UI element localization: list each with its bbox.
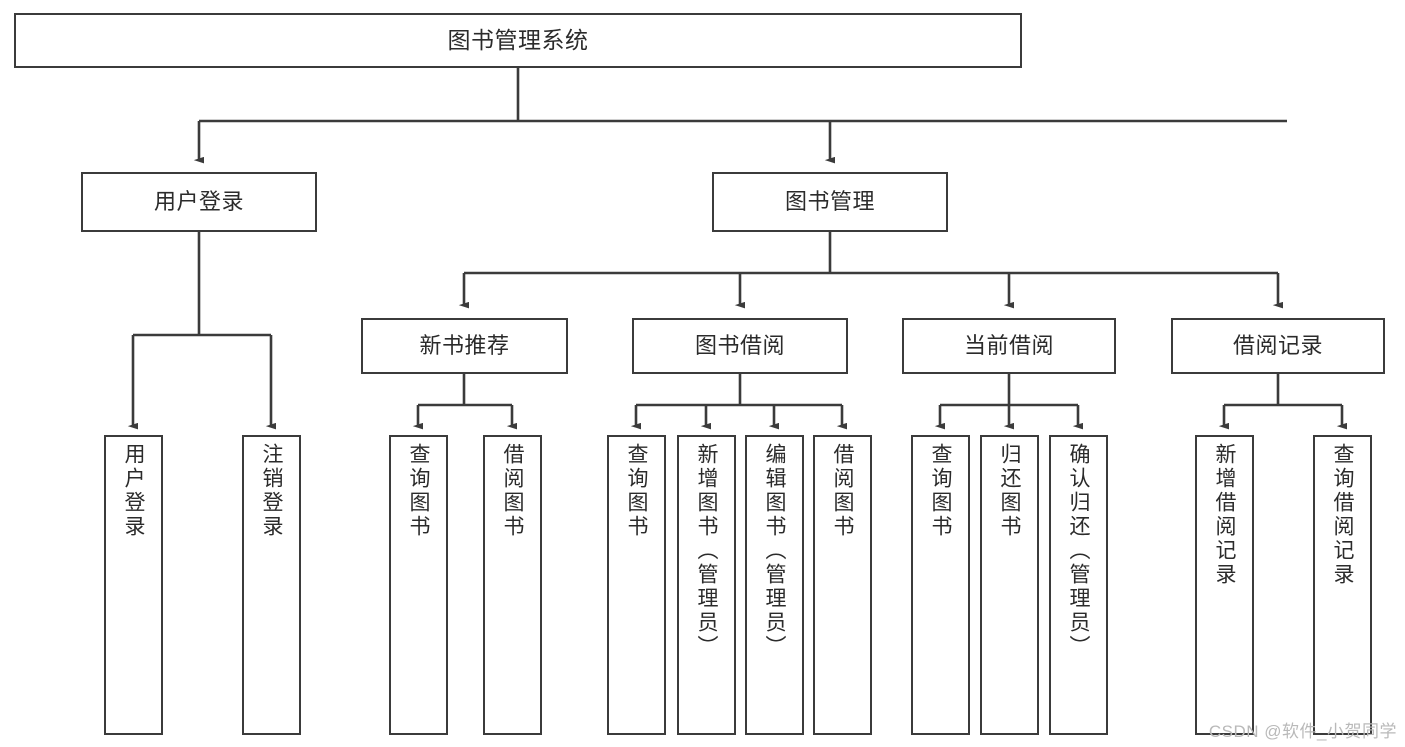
node-label: 查询借阅记录 (1331, 443, 1354, 587)
node-label: 归还图书 (998, 443, 1021, 539)
leaf-edit-book-admin[interactable]: 编辑图书（管理员） (745, 435, 804, 735)
node-current-borrow[interactable]: 当前借阅 (902, 318, 1116, 374)
node-label: 图书管理 (784, 189, 875, 215)
leaf-query-book-recommend[interactable]: 查询图书 (389, 435, 448, 735)
leaf-user-login[interactable]: 用户登录 (104, 435, 163, 735)
node-label: 查询图书 (929, 443, 952, 539)
node-label: 当前借阅 (963, 333, 1054, 359)
node-label: 注销登录 (260, 443, 283, 539)
leaf-add-book-admin[interactable]: 新增图书（管理员） (677, 435, 736, 735)
leaf-logout[interactable]: 注销登录 (242, 435, 301, 735)
node-label: 图书管理系统 (447, 26, 589, 53)
node-user-login[interactable]: 用户登录 (81, 172, 317, 232)
node-label: 用户登录 (122, 443, 145, 539)
node-label: 用户登录 (153, 189, 244, 215)
leaf-query-book-current[interactable]: 查询图书 (911, 435, 970, 735)
leaf-query-book-borrow[interactable]: 查询图书 (607, 435, 666, 735)
node-label: 编辑图书（管理员） (763, 443, 786, 659)
node-label: 确认归还（管理员） (1067, 443, 1090, 659)
leaf-confirm-return-admin[interactable]: 确认归还（管理员） (1049, 435, 1108, 735)
leaf-add-borrow-record[interactable]: 新增借阅记录 (1195, 435, 1254, 735)
node-label: 借阅图书 (831, 443, 854, 539)
node-book-borrow[interactable]: 图书借阅 (632, 318, 848, 374)
node-new-book-recommend[interactable]: 新书推荐 (361, 318, 568, 374)
node-label: 借阅记录 (1232, 333, 1323, 359)
node-book-management[interactable]: 图书管理 (712, 172, 948, 232)
node-label: 新增图书（管理员） (695, 443, 718, 659)
leaf-query-borrow-record[interactable]: 查询借阅记录 (1313, 435, 1372, 735)
node-label: 查询图书 (625, 443, 648, 539)
node-label: 查询图书 (407, 443, 430, 539)
node-borrow-records[interactable]: 借阅记录 (1171, 318, 1385, 374)
node-label: 借阅图书 (501, 443, 524, 539)
leaf-borrow-book-recommend[interactable]: 借阅图书 (483, 435, 542, 735)
leaf-borrow-book[interactable]: 借阅图书 (813, 435, 872, 735)
node-label: 新书推荐 (419, 333, 510, 359)
node-root-system[interactable]: 图书管理系统 (14, 13, 1022, 68)
node-label: 新增借阅记录 (1213, 443, 1236, 587)
node-label: 图书借阅 (694, 333, 785, 359)
leaf-return-book[interactable]: 归还图书 (980, 435, 1039, 735)
